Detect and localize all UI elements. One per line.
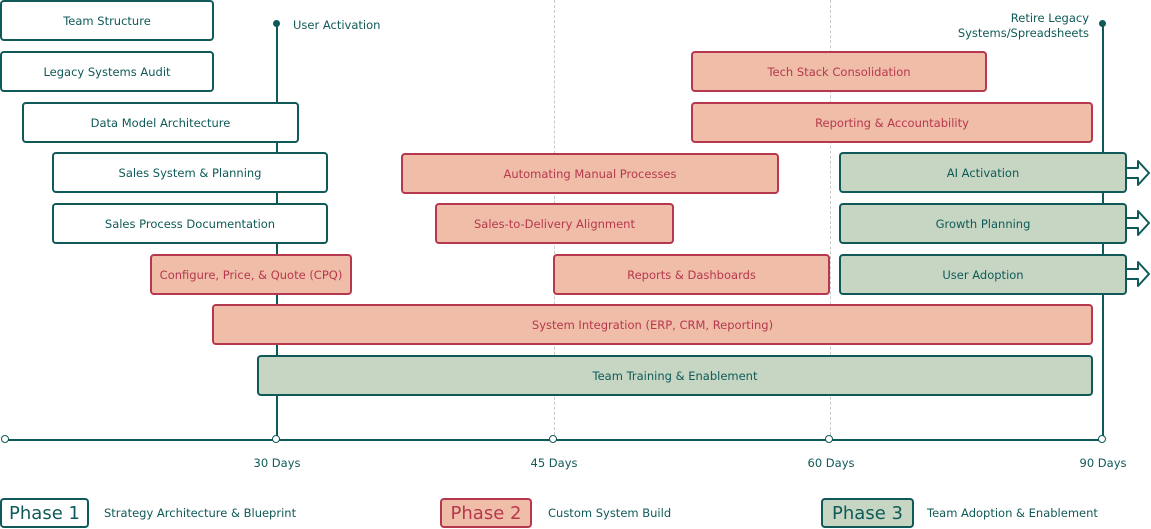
task-sales-process-documentation: Sales Process Documentation xyxy=(52,203,328,244)
legend-phase-3: Phase 3 xyxy=(821,498,914,528)
legend-phase-1-desc: Strategy Architecture & Blueprint xyxy=(104,506,297,520)
growth-planning-arrow-icon xyxy=(1125,210,1150,236)
task-sales-system-planning: Sales System & Planning xyxy=(52,152,328,193)
gridline-60 xyxy=(830,0,831,440)
tick-label-90: 90 Days xyxy=(1079,456,1127,470)
legend-phase-3-desc: Team Adoption & Enablement xyxy=(927,506,1098,520)
milestone-retire-legacy: Retire Legacy Systems/Spreadsheets xyxy=(958,11,1089,41)
milestone-user-activation: User Activation xyxy=(293,18,381,32)
milestone-retire-line-1: Retire Legacy xyxy=(1010,11,1089,25)
axis-marker-30 xyxy=(272,435,280,443)
tick-label-45: 45 Days xyxy=(530,456,578,470)
legend-phase-2: Phase 2 xyxy=(440,498,532,528)
task-data-model-architecture: Data Model Architecture xyxy=(22,102,299,143)
ai-activation-arrow-icon xyxy=(1125,160,1150,186)
axis-marker-60 xyxy=(825,435,833,443)
legend-phase-1: Phase 1 xyxy=(0,498,89,528)
task-cpq: Configure, Price, & Quote (CPQ) xyxy=(150,254,352,295)
tick-label-60: 60 Days xyxy=(807,456,855,470)
task-sales-delivery-alignment: Sales-to-Delivery Alignment xyxy=(435,203,674,244)
task-team-training: Team Training & Enablement xyxy=(257,355,1093,396)
task-reporting-accountability: Reporting & Accountability xyxy=(691,102,1093,143)
task-ai-activation: AI Activation xyxy=(839,152,1127,193)
task-system-integration: System Integration (ERP, CRM, Reporting) xyxy=(212,304,1093,345)
task-user-adoption: User Adoption xyxy=(839,254,1127,295)
axis-start-marker xyxy=(1,435,9,443)
milestone-retire-line-2: Systems/Spreadsheets xyxy=(957,26,1089,40)
milestone-dot-90 xyxy=(1099,20,1106,27)
task-legacy-systems-audit: Legacy Systems Audit xyxy=(0,51,214,92)
task-reports-dashboards: Reports & Dashboards xyxy=(553,254,830,295)
task-growth-planning: Growth Planning xyxy=(839,203,1127,244)
axis-marker-45 xyxy=(549,435,557,443)
task-tech-stack-consolidation: Tech Stack Consolidation xyxy=(691,51,987,92)
user-adoption-arrow-icon xyxy=(1125,261,1150,287)
milestone-dot-30 xyxy=(273,20,280,27)
tick-label-30: 30 Days xyxy=(253,456,301,470)
task-automating-manual-processes: Automating Manual Processes xyxy=(401,153,779,194)
legend-phase-2-desc: Custom System Build xyxy=(548,506,672,520)
axis-marker-90 xyxy=(1098,435,1106,443)
task-team-structure: Team Structure xyxy=(0,0,214,41)
